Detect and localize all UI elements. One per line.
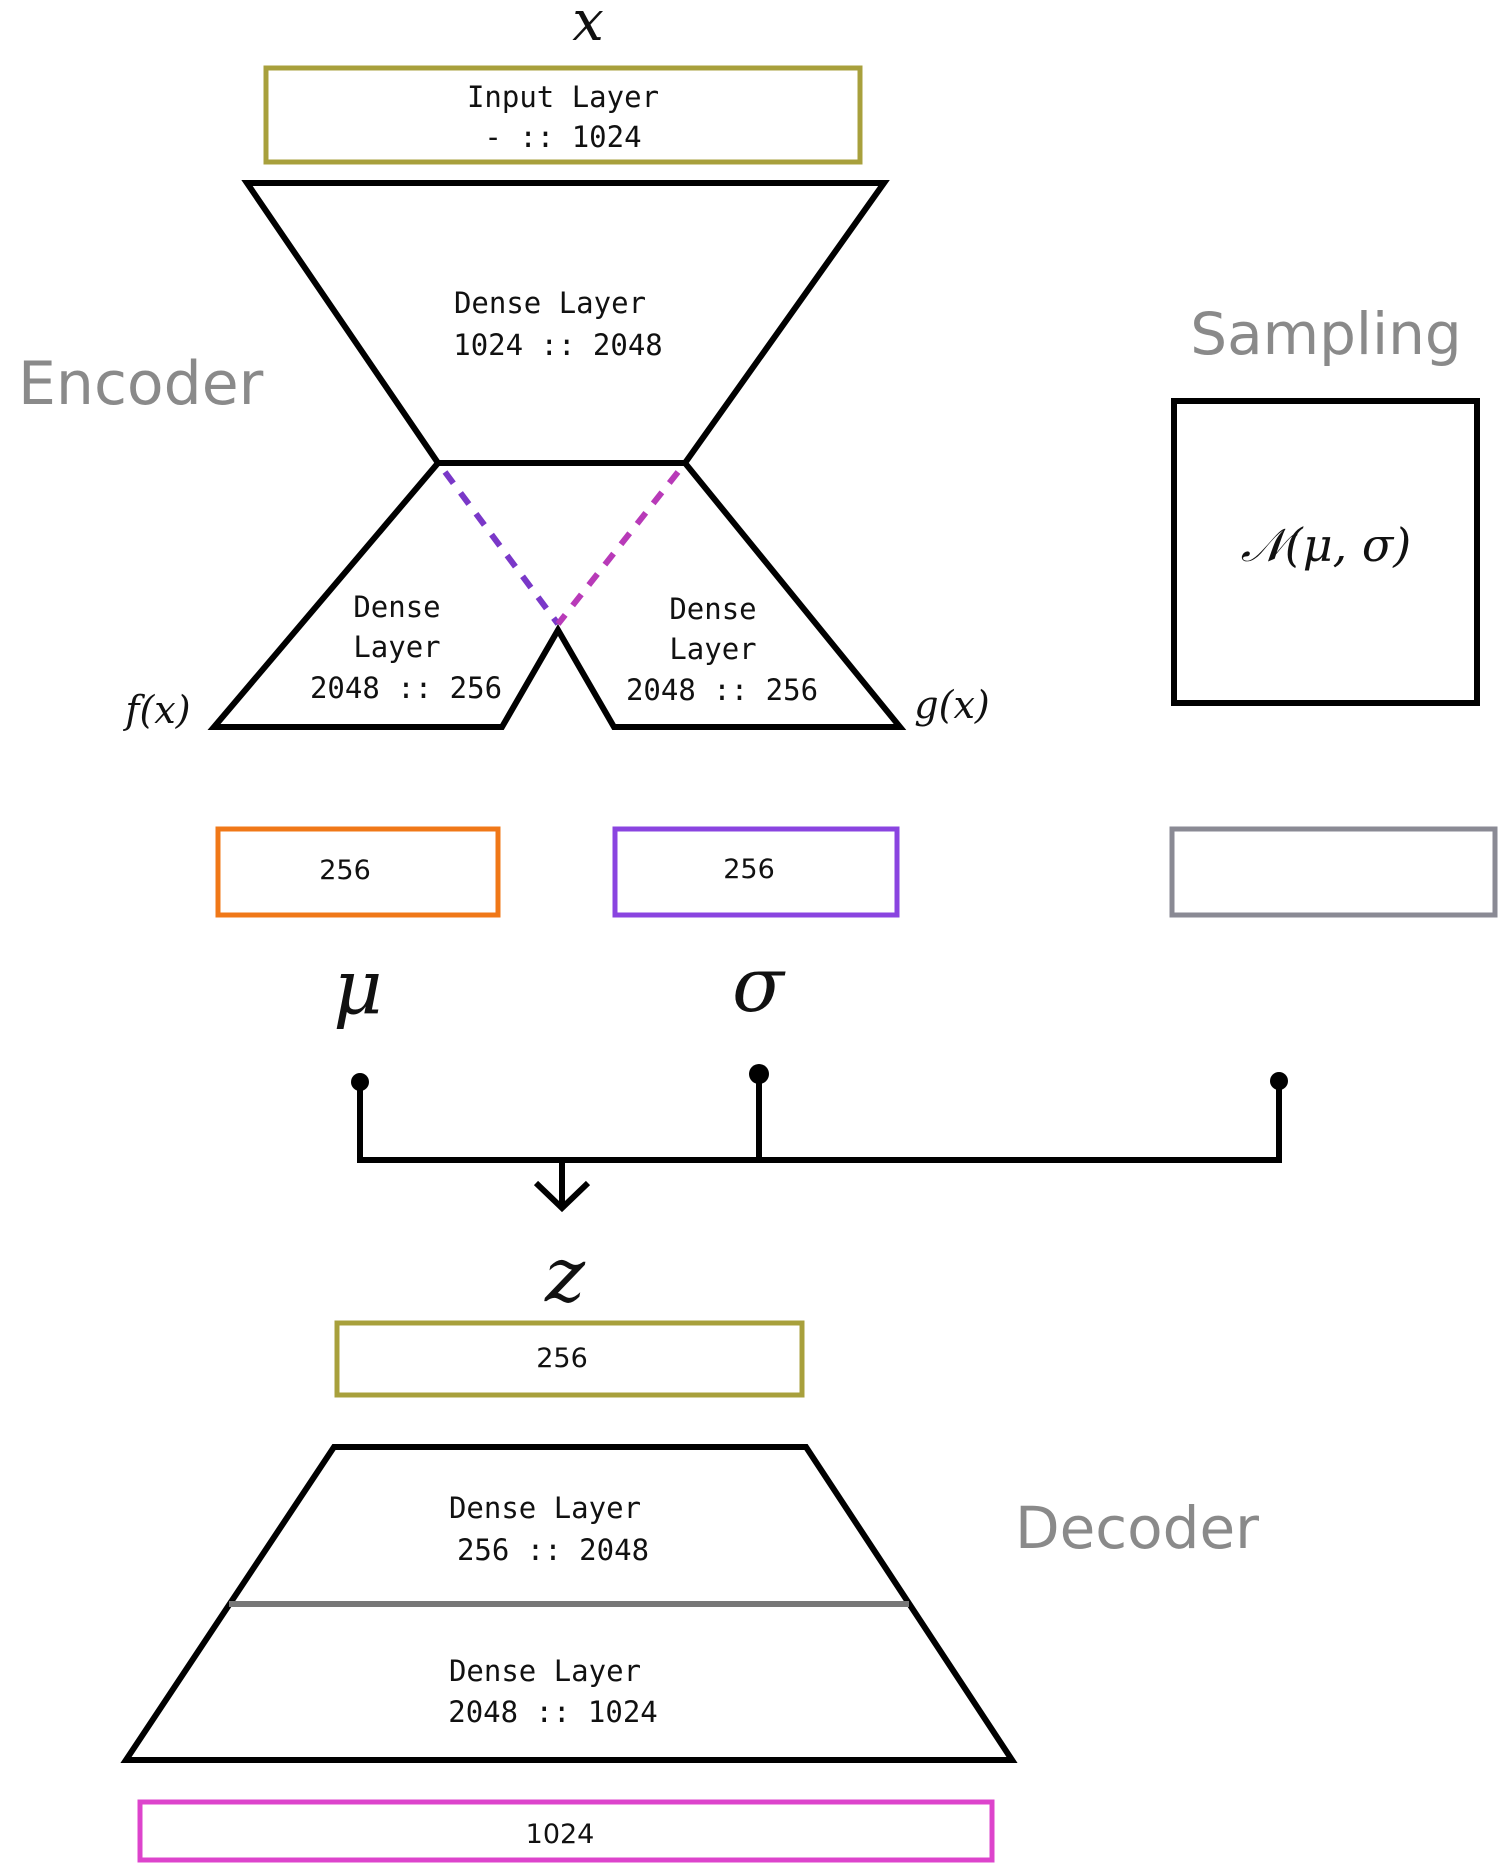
decoder-layer1-dims: 256 :: 2048 bbox=[457, 1533, 649, 1567]
dense-left-line1: Dense bbox=[353, 590, 440, 624]
decoder-shape bbox=[120, 1444, 1018, 1763]
encoder-split-heads-shape bbox=[207, 461, 907, 730]
input-layer-box bbox=[263, 65, 863, 165]
output-dims: 1024 bbox=[526, 1819, 595, 1850]
input-layer-title: Input Layer bbox=[467, 80, 659, 114]
decoder-layer2-title: Dense Layer bbox=[449, 1654, 641, 1688]
z-dims: 256 bbox=[536, 1343, 588, 1374]
encoder-dense-layer-shape bbox=[241, 180, 890, 466]
func-label-g: g(x) bbox=[914, 683, 989, 727]
encoder-section-label: Encoder bbox=[18, 349, 264, 419]
dense-right-line1: Dense bbox=[669, 592, 756, 626]
down-arrow-icon bbox=[533, 1162, 591, 1213]
mu-output-box bbox=[215, 826, 501, 918]
sigma-symbol: σ bbox=[732, 940, 786, 1029]
dense-right-dims: 2048 :: 256 bbox=[626, 673, 818, 707]
decoder-layer1-title: Dense Layer bbox=[449, 1491, 641, 1525]
mu-head-dashed-line bbox=[442, 470, 561, 626]
encoder-dense-layer-dims: 1024 :: 2048 bbox=[453, 328, 663, 362]
combine-connector bbox=[351, 1064, 1288, 1163]
decoder-section-label: Decoder bbox=[1015, 1494, 1259, 1562]
z-symbol: z bbox=[544, 1230, 586, 1319]
sampling-output-box bbox=[1169, 826, 1498, 918]
sigma-head-dashed-line bbox=[555, 470, 681, 626]
decoder-layer2-dims: 2048 :: 1024 bbox=[448, 1695, 658, 1729]
z-box bbox=[334, 1320, 805, 1398]
dense-left-line2: Layer bbox=[353, 630, 440, 664]
sampling-distribution-box bbox=[1171, 398, 1480, 706]
sampling-distribution: 𝒩(μ, σ) bbox=[1241, 518, 1412, 572]
mu-symbol: μ bbox=[333, 942, 382, 1031]
sigma-output-dims: 256 bbox=[723, 854, 775, 885]
mu-output-dims: 256 bbox=[319, 855, 371, 886]
input-symbol-x: x bbox=[572, 0, 604, 54]
encoder-dense-layer-title: Dense Layer bbox=[454, 286, 646, 320]
dense-right-line2: Layer bbox=[669, 632, 756, 666]
sigma-output-box bbox=[612, 826, 900, 918]
sampling-section-label: Sampling bbox=[1190, 300, 1461, 368]
output-box bbox=[137, 1799, 995, 1863]
dense-left-dims: 2048 :: 256 bbox=[310, 671, 502, 705]
input-layer-dims: - :: 1024 bbox=[484, 120, 641, 154]
func-label-f: f(x) bbox=[122, 688, 190, 732]
